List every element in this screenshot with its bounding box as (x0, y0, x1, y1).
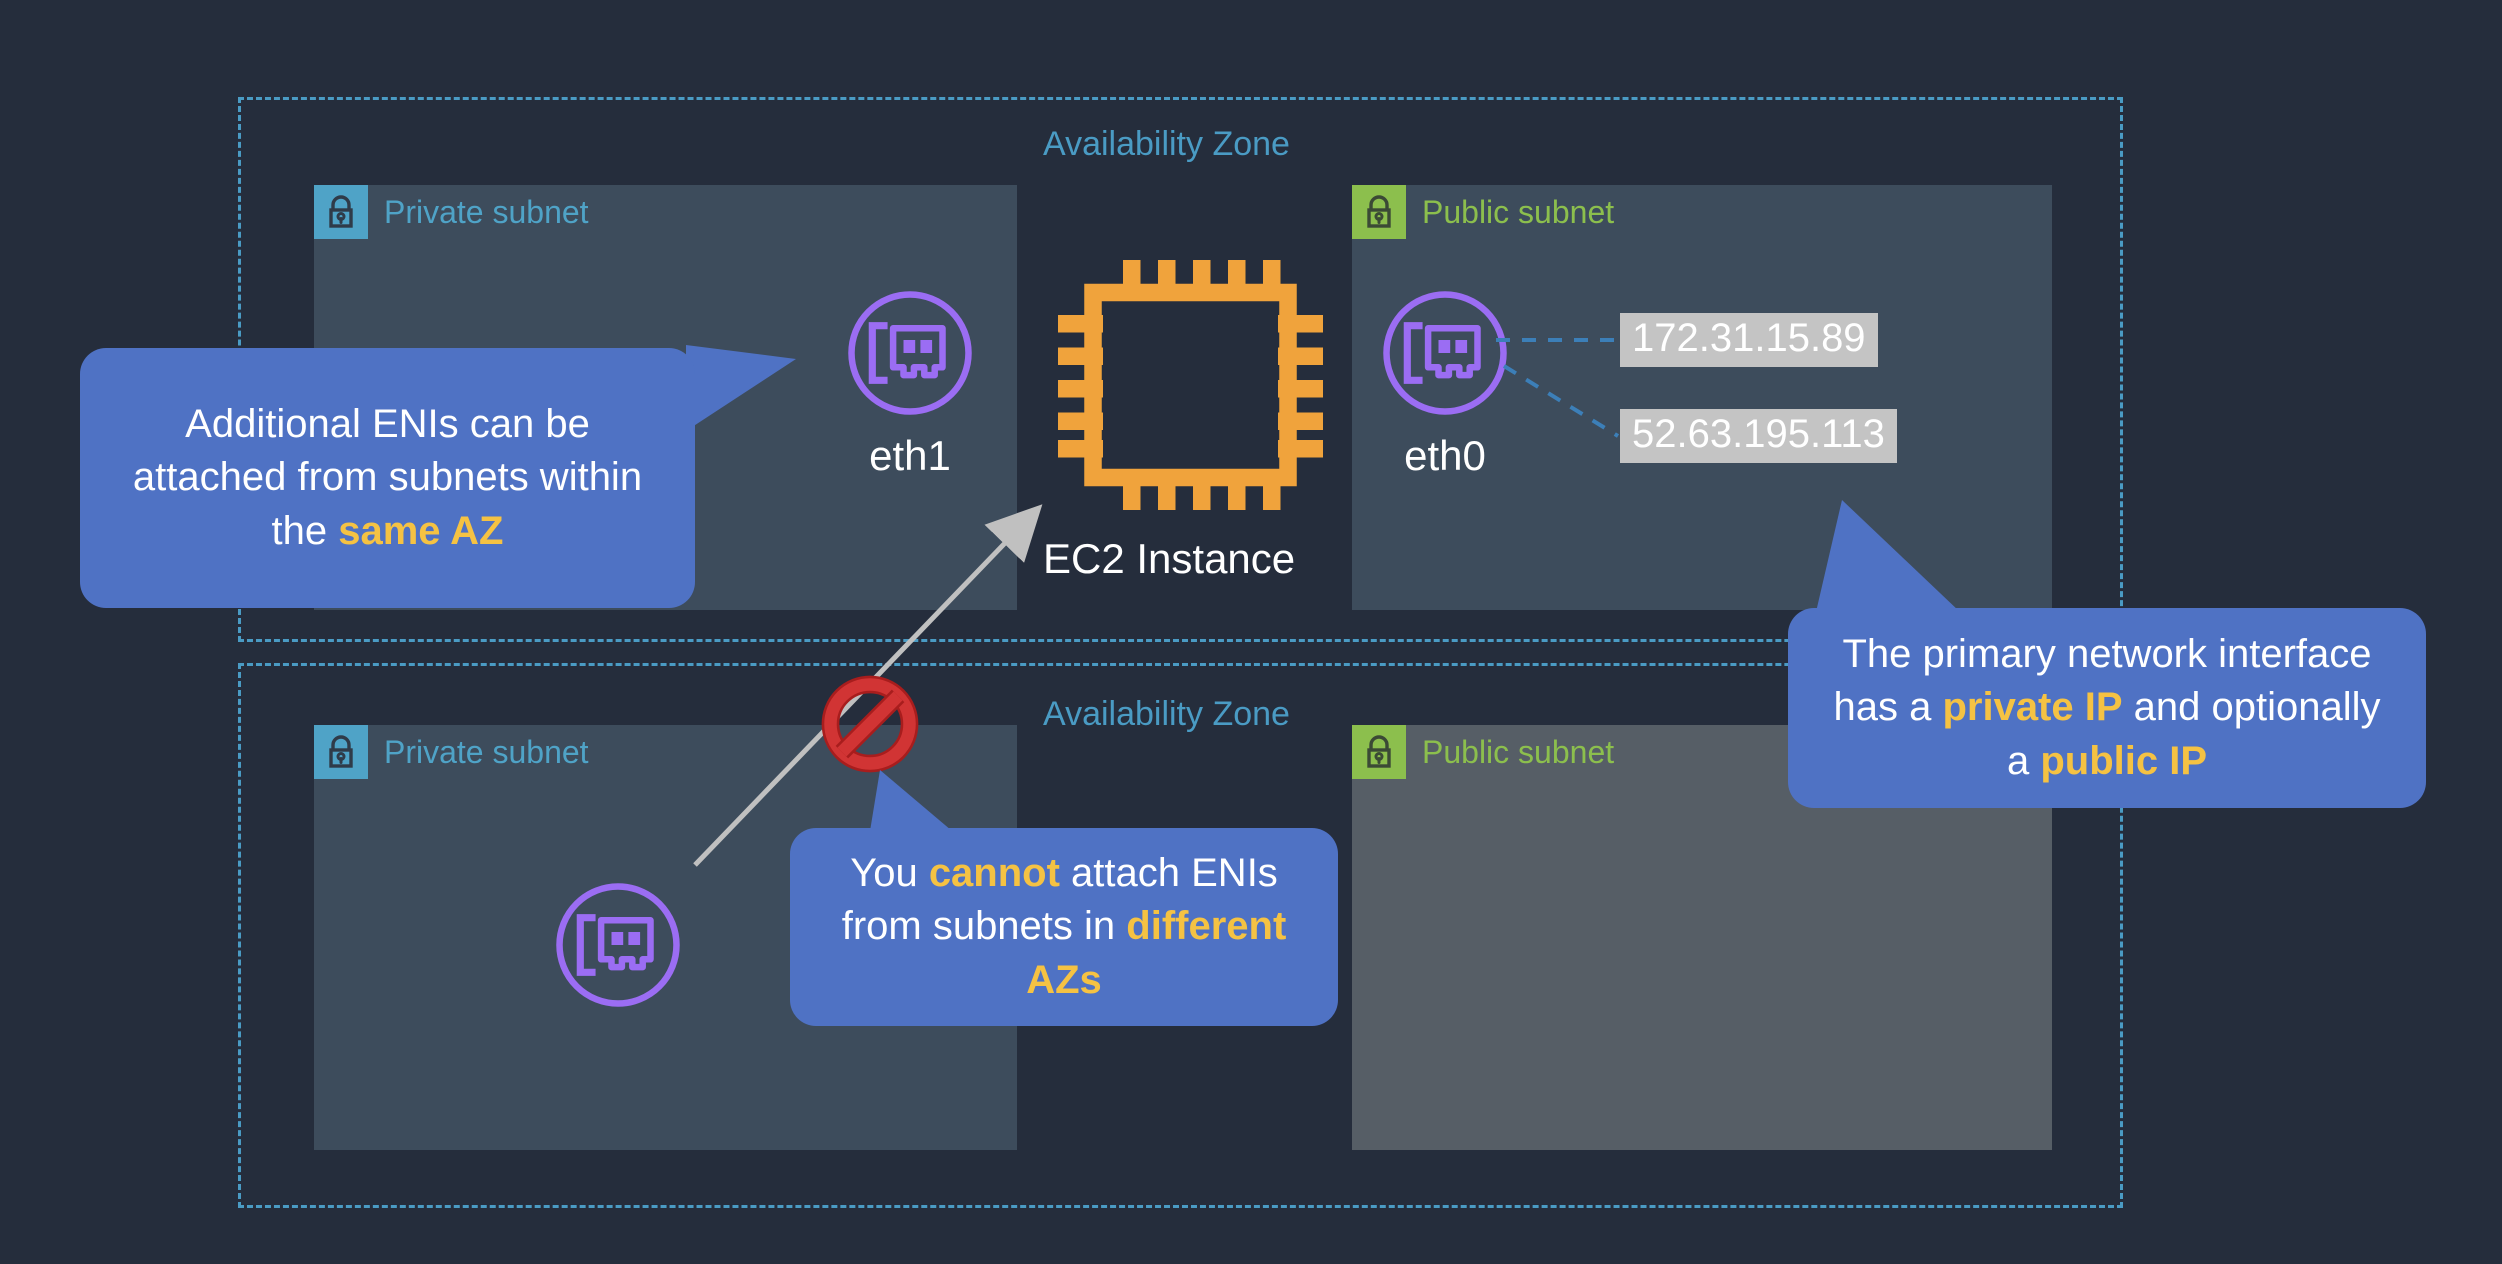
callout-primary-interface-tail (1816, 500, 1960, 612)
ec2-instance-label: EC2 Instance (1043, 535, 1296, 582)
public-ip-chip: 52.63.195.113 (1620, 409, 1897, 463)
callout-different-azs: You cannot attach ENIs from subnets in d… (790, 828, 1338, 1026)
callout-same-az: Additional ENIs can be attached from sub… (80, 348, 695, 608)
subnet-public-az2-header: Public subnet (1352, 725, 1614, 779)
prohibited-icon (818, 672, 922, 776)
lock-icon (1352, 725, 1406, 779)
network-interface-icon-orphan (553, 880, 683, 1010)
network-interface-eth1-label: eth1 (869, 432, 951, 479)
callout-same-az-text: Additional ENIs can be attached from sub… (132, 402, 643, 553)
subnet-public-az1-header: Public subnet (1352, 185, 1614, 239)
callout-different-azs-text: You cannot attach ENIs from subnets in d… (841, 851, 1287, 1002)
availability-zone-1-label: Availability Zone (1043, 125, 1290, 163)
subnet-private-az2-header: Private subnet (314, 725, 589, 779)
network-interface-icon-eth1 (845, 288, 975, 418)
ip-connector-lines (1496, 338, 1620, 438)
lock-icon (1352, 185, 1406, 239)
callout-primary-interface: The primary network interface has a priv… (1788, 608, 2426, 808)
subnet-private-az1-label: Private subnet (384, 193, 589, 230)
subnet-public-az2-label: Public subnet (1422, 733, 1615, 770)
subnet-private-az1-header: Private subnet (314, 185, 589, 239)
lock-icon (314, 185, 368, 239)
availability-zone-2-label: Availability Zone (1043, 695, 1290, 733)
network-interface-icon-eth0 (1380, 288, 1510, 418)
lock-icon (314, 725, 368, 779)
cpu-chip-icon (1058, 260, 1323, 510)
subnet-private-az2-label: Private subnet (384, 733, 589, 770)
private-ip-chip: 172.31.15.89 (1620, 313, 1878, 367)
availability-zone-2-boundary (238, 663, 2123, 1208)
network-interface-eth0-label: eth0 (1404, 432, 1486, 479)
subnet-public-az1-label: Public subnet (1422, 193, 1615, 230)
callout-primary-interface-text: The primary network interface has a priv… (1833, 632, 2381, 783)
callout-same-az-tail (686, 345, 796, 431)
